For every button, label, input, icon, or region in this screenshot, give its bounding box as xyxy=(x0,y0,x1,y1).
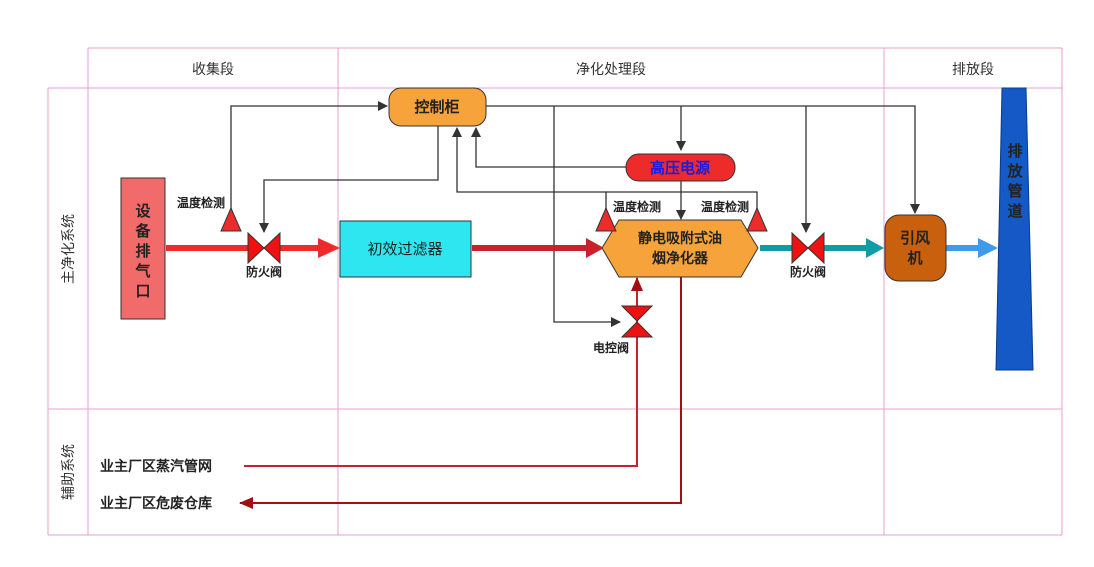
electric-control-valve: 电控阀 xyxy=(593,305,654,355)
svg-text:防火阀: 防火阀 xyxy=(246,264,282,279)
column-header-collect: 收集段 xyxy=(192,61,234,78)
svg-text:机: 机 xyxy=(907,249,922,267)
temperature-sensor-2: 温度检测 xyxy=(595,199,661,232)
svg-text:气: 气 xyxy=(134,262,150,280)
svg-text:高压电源: 高压电源 xyxy=(650,159,710,177)
svg-text:排: 排 xyxy=(1007,142,1022,160)
column-header-purify: 净化处理段 xyxy=(576,62,646,78)
svg-text:控制柜: 控制柜 xyxy=(414,98,459,116)
fire-damper-2: 防火阀 xyxy=(790,231,826,279)
grid-frame xyxy=(47,47,1063,536)
main-flow xyxy=(166,238,998,258)
control-lines xyxy=(230,101,920,327)
control-cabinet: 控制柜 xyxy=(388,87,487,127)
column-header-discharge: 排放段 xyxy=(952,62,994,78)
aux-lines xyxy=(239,277,682,509)
svg-text:引风: 引风 xyxy=(900,229,930,247)
row-header-aux: 辅助系统 xyxy=(61,444,77,500)
svg-text:管: 管 xyxy=(1007,182,1022,200)
svg-text:温度检测: 温度检测 xyxy=(613,199,661,214)
svg-text:设: 设 xyxy=(135,202,150,220)
high-voltage-power: 高压电源 xyxy=(625,153,736,182)
svg-text:电控阀: 电控阀 xyxy=(593,340,629,355)
device-exhaust-outlet: 设 备 排 气 口 xyxy=(120,177,166,320)
svg-text:初效过滤器: 初效过滤器 xyxy=(367,240,442,258)
discharge-stack: 排 放 管 道 xyxy=(995,87,1034,371)
temperature-sensor-1: 温度检测 xyxy=(177,195,242,232)
electrostatic-oil-fume-purifier: 静电吸附式油 烟净化器 xyxy=(601,219,759,278)
induced-draft-fan: 引风 机 xyxy=(884,214,947,282)
svg-text:防火阀: 防火阀 xyxy=(790,264,826,279)
svg-text:道: 道 xyxy=(1007,202,1022,220)
svg-text:排: 排 xyxy=(135,242,150,260)
svg-text:静电吸附式油: 静电吸附式油 xyxy=(638,230,722,247)
row-header-main: 主净化系统 xyxy=(61,214,77,284)
hazardous-storage-label: 业主厂区危废仓库 xyxy=(100,495,212,512)
svg-text:烟净化器: 烟净化器 xyxy=(652,250,709,267)
steam-network-label: 业主厂区蒸汽管网 xyxy=(100,458,212,475)
svg-text:温度检测: 温度检测 xyxy=(177,195,225,210)
svg-text:放: 放 xyxy=(1006,162,1023,180)
svg-text:温度检测: 温度检测 xyxy=(701,199,749,214)
temperature-sensor-3: 温度检测 xyxy=(701,199,768,232)
primary-filter: 初效过滤器 xyxy=(339,220,472,278)
svg-text:备: 备 xyxy=(134,222,151,240)
fire-damper-1: 防火阀 xyxy=(246,231,282,279)
svg-text:口: 口 xyxy=(135,282,150,300)
